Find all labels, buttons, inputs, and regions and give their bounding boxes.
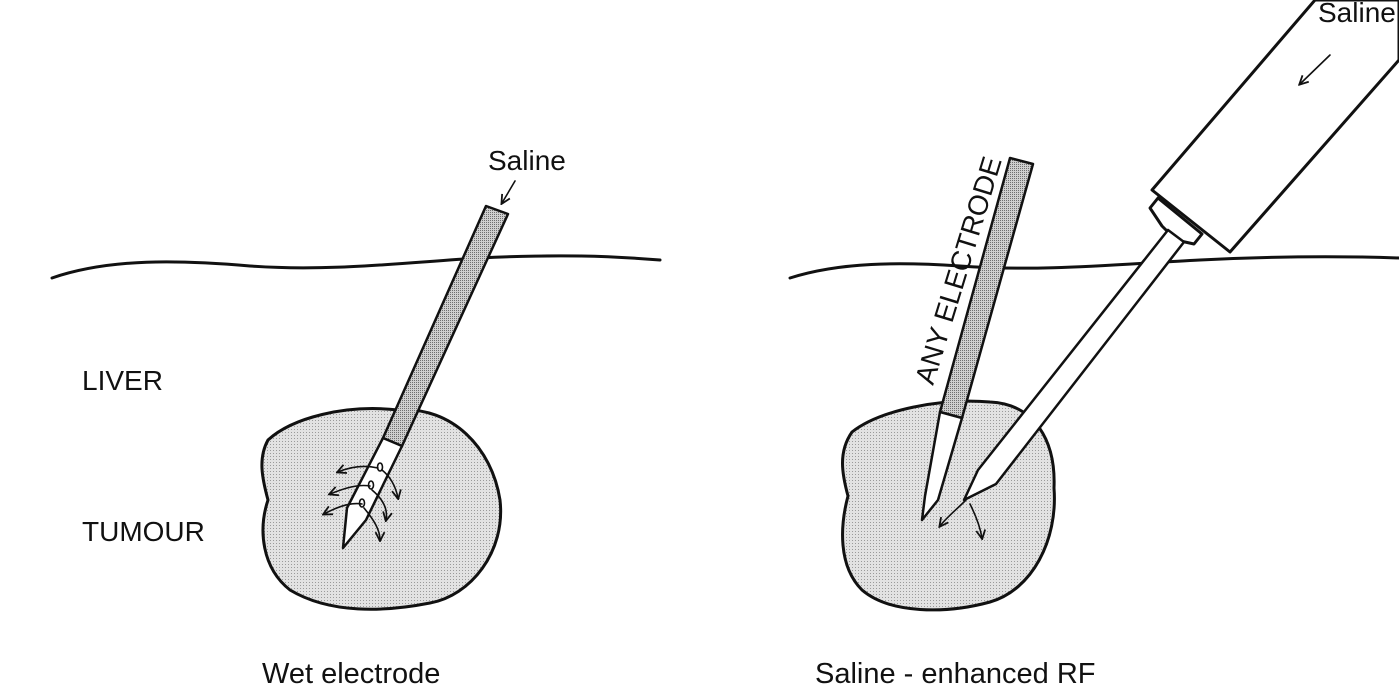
left-panel: Saline LIVER TUMOUR Wet electrode: [50, 145, 662, 690]
syringe-barrel: [1150, 0, 1399, 254]
liver-label: LIVER: [82, 365, 163, 396]
left-liver-surface: [50, 254, 662, 280]
right-electrode-tip: [920, 410, 964, 522]
saline-needle: [962, 228, 1186, 502]
left-electrode-tip: [341, 436, 404, 550]
tumour-label: TUMOUR: [82, 516, 205, 547]
right-saline-arrow: [1300, 54, 1331, 84]
left-flow-arrow: [330, 484, 371, 494]
right-flow-arrow: [969, 503, 982, 538]
left-flow-arrow: [324, 502, 363, 514]
left-saline-arrow: [502, 180, 516, 203]
left-flow-arrow: [338, 466, 379, 472]
left-flow-arrow: [381, 469, 398, 498]
left-flow-arrow: [371, 489, 386, 520]
right-flow-arrow: [940, 499, 967, 526]
left-caption: Wet electrode: [262, 658, 440, 690]
left-electrode-shaft: [381, 204, 510, 448]
right-liver-surface: [788, 255, 1399, 280]
right-saline-label: Saline: [1318, 0, 1396, 28]
left-flow-arrow: [363, 507, 380, 540]
left-tip-hole: [376, 462, 384, 472]
left-saline-label: Saline: [488, 145, 566, 176]
right-panel: Saline ANY ELECTRODE Saline - enhanced R…: [788, 0, 1399, 690]
right-caption: Saline - enhanced RF: [815, 658, 1096, 690]
